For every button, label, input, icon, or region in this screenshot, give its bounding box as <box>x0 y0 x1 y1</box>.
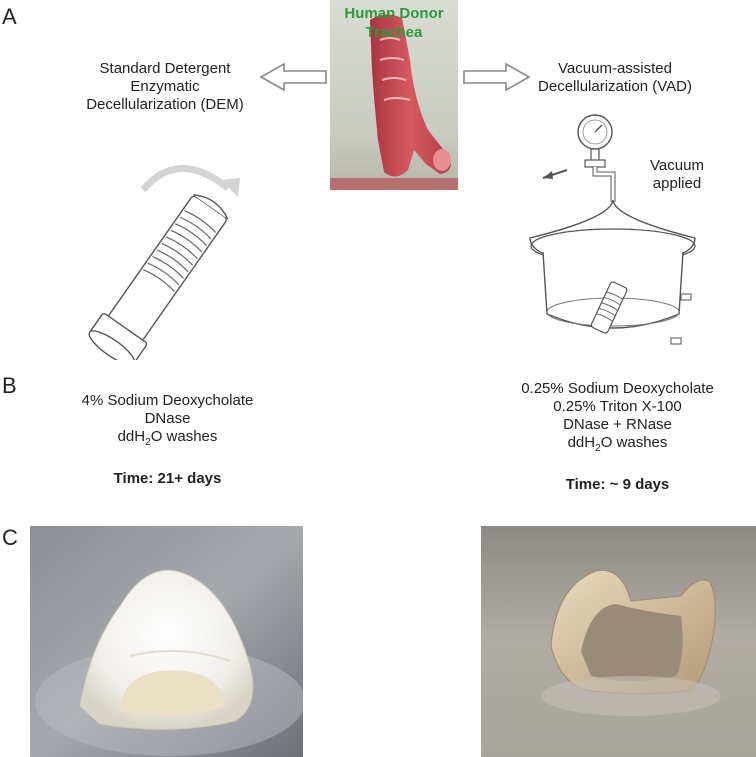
vad-time: Time: ~ 9 days <box>565 476 670 493</box>
rotating-tube-illustration <box>88 165 240 360</box>
vad-title-line2: Decellularization (VAD) <box>538 78 692 95</box>
donor-label-line2: Trachea <box>365 24 423 41</box>
vacuum-label-line2: applied <box>652 175 702 192</box>
dem-title-line3: Decellularization (DEM) <box>86 96 244 113</box>
panel-label-a: A <box>2 4 17 29</box>
donor-label-line1: Human Donor <box>344 5 444 22</box>
dem-time: Time: 21+ days <box>113 470 222 487</box>
left-arrow-icon <box>259 62 327 92</box>
right-arrow-icon <box>463 62 531 92</box>
panel-label-c: C <box>2 525 18 550</box>
vad-step-3: DNase + RNase <box>563 416 672 433</box>
vad-title-line1: Vacuum-assisted <box>558 60 672 77</box>
vad-step-4: ddH2O washes <box>567 434 668 454</box>
dem-title-line2: Enzymatic <box>130 78 200 95</box>
dem-step-3: ddH2O washes <box>117 428 218 448</box>
dem-step-2: DNase <box>144 410 191 427</box>
dem-result-photo <box>30 526 303 757</box>
vacuum-label-line1: Vacuum <box>650 157 704 174</box>
vad-step-2: 0.25% Triton X-100 <box>553 398 682 415</box>
donor-trachea-photo: Human Donor Trachea <box>330 0 458 190</box>
vacuum-chamber-illustration <box>529 114 696 345</box>
dem-title-line1: Standard Detergent <box>99 60 231 77</box>
vad-result-photo <box>481 526 756 757</box>
dem-step-1: 4% Sodium Deoxycholate <box>81 392 254 409</box>
panel-label-b: B <box>2 373 17 398</box>
vad-step-1: 0.25% Sodium Deoxycholate <box>521 380 714 397</box>
